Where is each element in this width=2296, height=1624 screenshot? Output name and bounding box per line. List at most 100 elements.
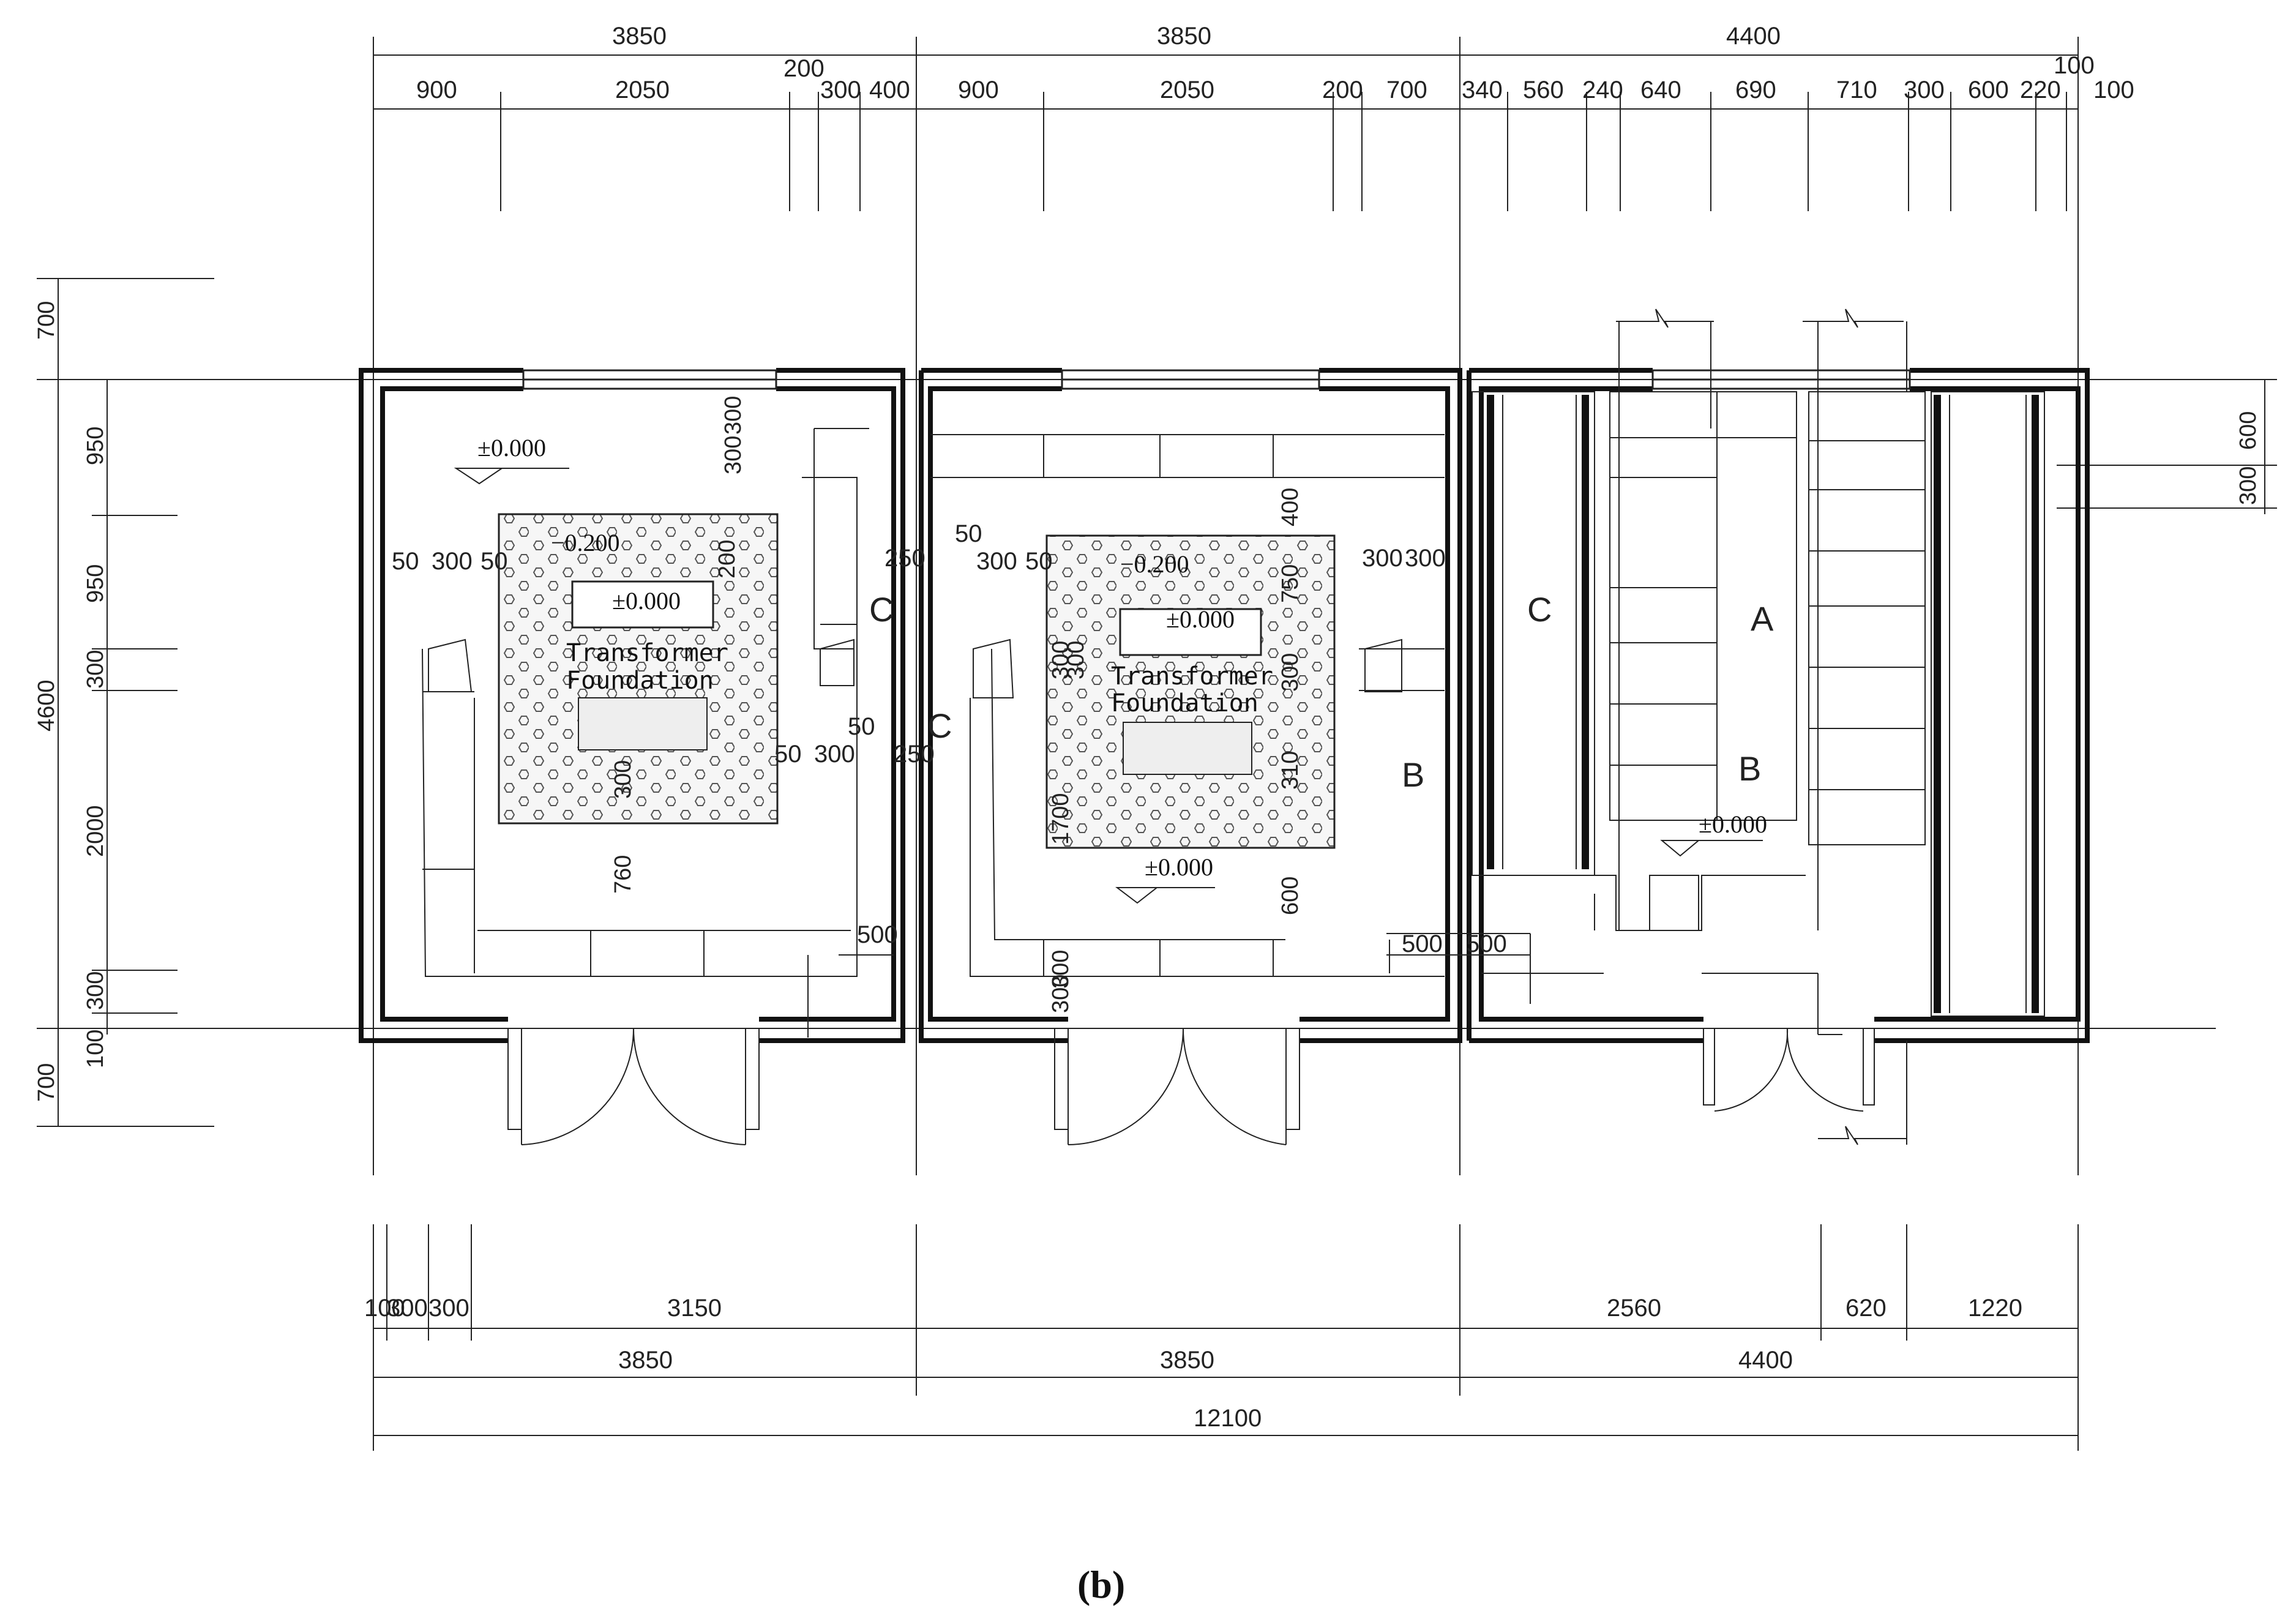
dim-top-minor: 2050 (615, 77, 670, 103)
dim-top-minor: 900 (416, 77, 457, 103)
dim-left: 950 (83, 427, 108, 465)
svg-text:300: 300 (1048, 975, 1074, 1013)
room3-dim: 500 (1466, 930, 1507, 957)
dim-top-minor: 600 (1968, 77, 2009, 103)
dim-top-minor: 200 (1322, 77, 1363, 103)
svg-text:50: 50 (848, 713, 875, 740)
dim-top-minor: 300 (1904, 77, 1945, 103)
section-mark-c2: C (927, 706, 952, 745)
room2-dims: 50 300 50 400 300 300 750 300 300 1700 3… (955, 488, 1446, 1013)
svg-text:500: 500 (857, 921, 898, 948)
level-found-2: ±0.000 (1166, 605, 1235, 633)
svg-text:50: 50 (392, 548, 419, 575)
svg-text:50: 50 (955, 520, 982, 547)
building-walls (359, 368, 2090, 1043)
dim-top-minor: 220 (2020, 77, 2061, 103)
section-mark-a: A (1751, 599, 1774, 638)
dim-left: 950 (83, 564, 108, 603)
dim-top-minor: 300 (820, 77, 861, 103)
svg-text:250: 250 (884, 545, 926, 572)
svg-text:300: 300 (387, 1295, 428, 1322)
section-mark-b1: B (1402, 755, 1424, 794)
left-dimension-lines (37, 278, 245, 1127)
svg-text:300: 300 (432, 548, 473, 575)
svg-text:100: 100 (364, 1295, 405, 1322)
level-found-1: ±0.000 (612, 587, 681, 615)
foundation-label-1b: Foundation (566, 667, 714, 695)
svg-text:250: 250 (894, 741, 935, 768)
svg-text:3850: 3850 (618, 1347, 673, 1374)
svg-text:300: 300 (720, 436, 746, 474)
svg-text:500: 500 (1402, 930, 1443, 957)
level-pit-1: −0.200 (551, 529, 620, 556)
svg-text:300: 300 (428, 1295, 469, 1322)
room-3: ±0.000 500 C A B (1386, 309, 2045, 1145)
dim-left-total: 4600 (34, 679, 59, 732)
dim-top-minor: 200 (783, 55, 825, 82)
svg-text:620: 620 (1845, 1295, 1887, 1322)
dim-top-minor: 560 (1523, 77, 1564, 103)
svg-text:300: 300 (720, 396, 746, 435)
foundation-label-2a: Transformer (1111, 662, 1273, 690)
svg-text:300: 300 (1063, 641, 1089, 679)
top-dimension-texts: 3850 3850 4400 900 2050 200 300 400 900 … (416, 23, 2134, 103)
dim-top-major-3: 4400 (1726, 23, 1781, 50)
svg-text:600: 600 (1277, 877, 1303, 915)
foundation-label-2b: Foundation (1111, 689, 1258, 717)
svg-text:300: 300 (1362, 545, 1403, 572)
svg-text:300: 300 (814, 741, 855, 768)
level-floor-3: ±0.000 (1699, 810, 1767, 838)
dim-top-minor: 100 (2054, 52, 2095, 79)
svg-text:300: 300 (1048, 641, 1074, 679)
room-2: Transformer Foundation −0.200 ±0.000 ±0.… (927, 434, 1530, 1013)
dim-top-minor: 400 (869, 77, 910, 103)
svg-text:50: 50 (774, 741, 802, 768)
svg-text:310: 310 (1277, 751, 1303, 790)
dim-bottom-total: 12100 (1194, 1405, 1262, 1432)
dim-top-minor: 240 (1582, 77, 1623, 103)
section-mark-c3: C (1527, 590, 1552, 629)
svg-text:2560: 2560 (1607, 1295, 1661, 1322)
svg-text:50: 50 (481, 548, 508, 575)
dim-top-minor: 2050 (1160, 77, 1214, 103)
svg-text:300: 300 (610, 760, 636, 799)
svg-text:3150: 3150 (667, 1295, 722, 1322)
transformer-foundation-2 (1045, 534, 1336, 849)
dim-top-major-2: 3850 (1157, 23, 1211, 50)
svg-text:3850: 3850 (1160, 1347, 1214, 1374)
doors (507, 1028, 1875, 1145)
dim-left: 300 (83, 650, 108, 689)
bottom-dimension-texts: 100 300 300 3150 2560 620 1220 3850 3850… (364, 1295, 2022, 1432)
svg-text:750: 750 (1277, 564, 1303, 603)
section-mark-b2: B (1738, 749, 1761, 788)
svg-text:300: 300 (1405, 545, 1446, 572)
svg-text:300: 300 (1277, 653, 1303, 692)
level-pit-2: −0.200 (1120, 550, 1189, 578)
level-floor-1: ±0.000 (477, 434, 546, 462)
section-mark-c1: C (869, 590, 894, 629)
svg-text:300: 300 (976, 548, 1017, 575)
dim-top-minor: 640 (1640, 77, 1681, 103)
dim-left: 700 (34, 301, 59, 340)
dim-left: 300 (83, 971, 108, 1010)
svg-text:200: 200 (714, 540, 740, 578)
svg-text:1700: 1700 (1048, 793, 1074, 845)
dim-right: 300 (2235, 466, 2261, 505)
dim-top-minor: 700 (1386, 77, 1427, 103)
transformer-foundation-1 (498, 513, 779, 825)
foundation-label-1a: Transformer (566, 639, 728, 667)
windows (522, 369, 1911, 390)
figure-caption: (b) (1077, 1563, 1125, 1606)
dim-left: 100 (83, 1030, 108, 1068)
room1-dims: 50 300 50 300 300 200 250 50 50 300 250 … (392, 396, 935, 948)
dim-top-minor: 690 (1735, 77, 1776, 103)
bottom-dimension-lines (373, 1224, 2079, 1451)
dim-top-minor: 340 (1462, 77, 1503, 103)
left-dimension-texts: 700 950 950 300 4600 2000 300 100 700 (34, 301, 108, 1102)
svg-text:1220: 1220 (1968, 1295, 2022, 1322)
dim-top-minor: 900 (958, 77, 999, 103)
svg-text:50: 50 (1025, 548, 1053, 575)
svg-text:400: 400 (1277, 488, 1303, 526)
right-dimension-texts: 600 300 (2235, 411, 2261, 505)
